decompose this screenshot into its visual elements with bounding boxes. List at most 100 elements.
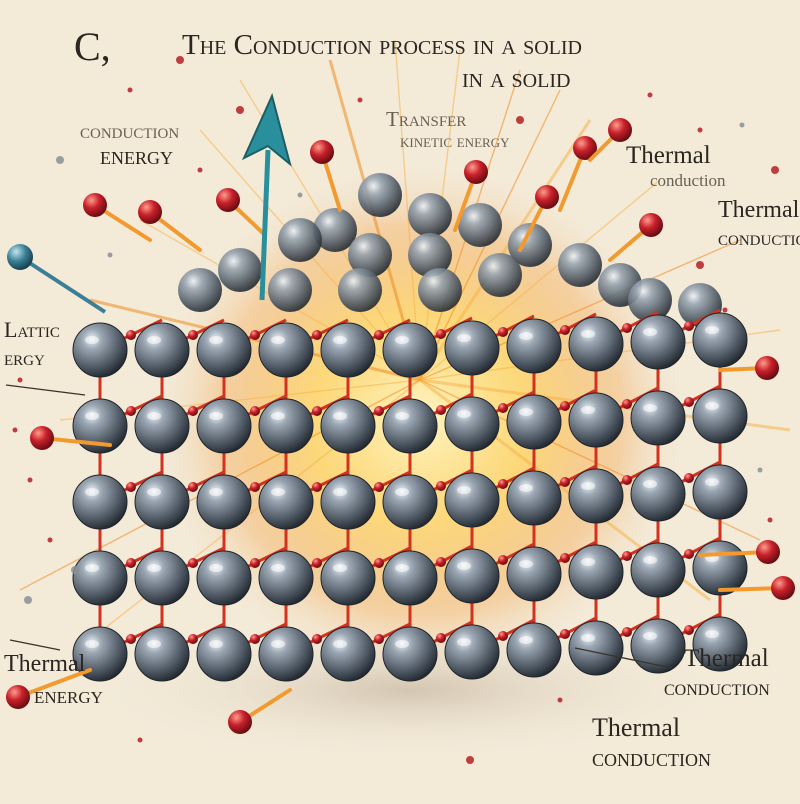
atom-highlight [457, 562, 471, 570]
bond-joint [374, 558, 384, 568]
atom [382, 398, 438, 454]
spark-dot [357, 97, 363, 103]
atom [506, 546, 562, 602]
spark-dot [137, 737, 143, 743]
bond-joint [560, 401, 570, 411]
energy-particle [756, 540, 780, 564]
bond-joint [312, 482, 322, 492]
atom [196, 398, 252, 454]
spark-dot [297, 192, 303, 198]
atom [320, 322, 376, 378]
spark-dot [696, 261, 704, 269]
atom [630, 390, 686, 446]
atom [630, 466, 686, 522]
atom [692, 616, 748, 672]
particle-trail [16, 668, 92, 699]
atom-highlight [147, 640, 161, 648]
energy-particle [535, 185, 559, 209]
spark-dot [516, 116, 524, 124]
energy-particle [608, 118, 632, 142]
label-thermal-energy-top: Thermal [4, 651, 86, 677]
atom [218, 248, 262, 292]
atom-highlight [581, 330, 595, 338]
bond-joint [436, 329, 446, 339]
atom [444, 548, 500, 604]
atom [444, 396, 500, 452]
atom-highlight [85, 640, 99, 648]
atom [268, 268, 312, 312]
atom [134, 398, 190, 454]
bond-joint [498, 631, 508, 641]
energy-particle [216, 188, 240, 212]
atom-highlight [705, 630, 719, 638]
atom [72, 626, 128, 682]
atom [134, 474, 190, 530]
atom [444, 320, 500, 376]
bond-joint [560, 629, 570, 639]
atom-highlight [581, 558, 595, 566]
atom [568, 620, 624, 676]
bond-joint [188, 330, 198, 340]
bond-joint [374, 406, 384, 416]
atom [568, 544, 624, 600]
atom-highlight [333, 336, 347, 344]
atom [506, 394, 562, 450]
label-conduction-energy-top: conduction [80, 119, 180, 143]
bond-joint [312, 406, 322, 416]
bond-joint [126, 634, 136, 644]
bond-joint [250, 634, 260, 644]
label-conduction-energy-bottom: energy [100, 141, 173, 170]
atom [258, 474, 314, 530]
atom-highlight [705, 326, 719, 334]
title-line-2: in a solid [462, 63, 571, 94]
atom-highlight [705, 478, 719, 486]
atom [444, 624, 500, 680]
bond-joint [188, 634, 198, 644]
bond-joint [126, 330, 136, 340]
atom [408, 233, 452, 277]
spark-dot [767, 517, 773, 523]
atom [348, 233, 392, 277]
atom [72, 398, 128, 454]
atom [508, 223, 552, 267]
atom-highlight [519, 332, 533, 340]
bond-joint [250, 558, 260, 568]
atom-highlight [519, 636, 533, 644]
atom-highlight [147, 564, 161, 572]
atom-highlight [457, 410, 471, 418]
bond-joint [250, 330, 260, 340]
bond-joint [684, 473, 694, 483]
back-atom-layer [178, 173, 722, 327]
spark-dot [71, 566, 79, 574]
atom [320, 550, 376, 606]
atom-highlight [271, 488, 285, 496]
atom [72, 322, 128, 378]
bond-joint [126, 482, 136, 492]
atom-highlight [85, 336, 99, 344]
spark-dot [176, 56, 184, 64]
atom [258, 398, 314, 454]
atom-highlight [333, 488, 347, 496]
bond-joint [560, 477, 570, 487]
atom-highlight [643, 404, 657, 412]
spark-dot [236, 106, 244, 114]
label-thermal-top-right: Thermal [626, 142, 711, 169]
atom [258, 550, 314, 606]
atom-highlight [581, 482, 595, 490]
atom [408, 193, 452, 237]
bond-joint [622, 475, 632, 485]
label-thermal-right-sub: conduction [718, 225, 800, 250]
atom-highlight [271, 336, 285, 344]
atom [320, 626, 376, 682]
spark-dot [739, 122, 745, 128]
atom [134, 550, 190, 606]
atom-highlight [395, 640, 409, 648]
label-thermal-right: Thermal [718, 197, 800, 223]
atom-highlight [643, 328, 657, 336]
atom [382, 626, 438, 682]
atom [382, 550, 438, 606]
atom [628, 278, 672, 322]
atom [506, 470, 562, 526]
atom-highlight [209, 488, 223, 496]
atom-highlight [333, 640, 347, 648]
